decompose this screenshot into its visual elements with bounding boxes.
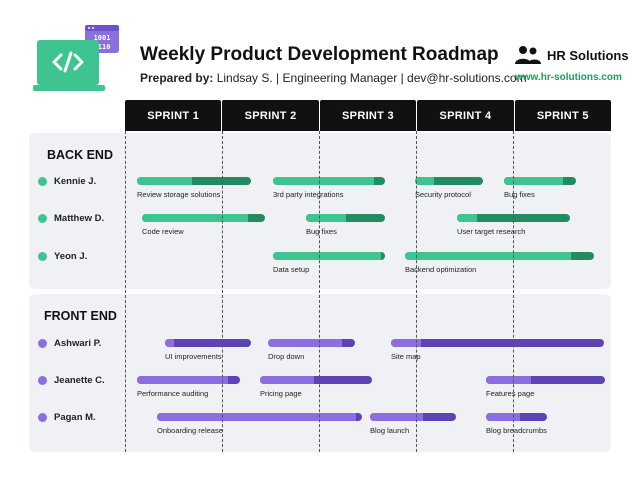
sprint-divider <box>222 131 223 452</box>
task-bar[interactable] <box>157 413 362 421</box>
task-label: UI improvements <box>165 352 222 361</box>
task-bar[interactable] <box>268 339 355 347</box>
task-label: Performance auditing <box>137 389 209 398</box>
task-bar[interactable] <box>486 413 547 421</box>
member-kennie: Kennie J. <box>38 176 96 187</box>
sprint-header: SPRINT 1 SPRINT 2 SPRINT 3 SPRINT 4 SPRI… <box>125 100 612 131</box>
member-name: Pagan M. <box>54 412 96 423</box>
task-bar[interactable] <box>165 339 251 347</box>
task-label: Features page <box>486 389 535 398</box>
task-label: Security protocol <box>415 190 471 199</box>
task-bar[interactable] <box>142 214 265 222</box>
task-bar[interactable] <box>273 252 385 260</box>
page-title: Weekly Product Development Roadmap <box>140 44 499 65</box>
front-end-section <box>29 294 611 452</box>
task-label: Drop down <box>268 352 305 361</box>
task-bar[interactable] <box>486 376 605 384</box>
task-progress <box>137 376 228 384</box>
task-progress <box>157 413 356 421</box>
task-progress <box>165 339 174 347</box>
sprint-divider <box>416 131 417 452</box>
users-icon <box>515 46 541 64</box>
task-progress <box>273 177 374 185</box>
sprint-5-header: SPRINT 5 <box>514 100 612 131</box>
task-progress <box>142 214 248 222</box>
task-label: Blog breadcrumbs <box>486 426 547 435</box>
member-dot <box>38 376 47 385</box>
task-progress <box>391 339 421 347</box>
member-name: Matthew D. <box>54 213 105 224</box>
task-bar[interactable] <box>405 252 594 260</box>
brand-name: HR Solutions <box>547 47 629 63</box>
sprint-4-header: SPRINT 4 <box>417 100 514 131</box>
member-jeanette: Jeanette C. <box>38 375 105 386</box>
member-matthew: Matthew D. <box>38 213 104 224</box>
task-progress <box>486 413 520 421</box>
brand-url[interactable]: www.hr-solutions.com <box>515 72 622 83</box>
member-name: Kennie J. <box>54 176 97 187</box>
task-label: Site map <box>391 352 421 361</box>
sprint-2-header: SPRINT 2 <box>222 100 319 131</box>
prepared-by: Prepared by: Lindsay S. | Engineering Ma… <box>140 71 527 85</box>
back-end-title: BACK END <box>47 148 113 162</box>
prepared-value: Lindsay S. | Engineering Manager | dev@h… <box>213 71 527 85</box>
sprint-1-header: SPRINT 1 <box>125 100 222 131</box>
task-label: Bug fixes <box>306 227 337 236</box>
task-progress <box>306 214 346 222</box>
task-bar[interactable] <box>306 214 385 222</box>
sprint-divider <box>319 131 320 452</box>
task-progress <box>268 339 342 347</box>
logo-binary-1: 1001 <box>94 34 111 42</box>
task-bar[interactable] <box>504 177 576 185</box>
task-bar[interactable] <box>137 376 240 384</box>
task-bar[interactable] <box>415 177 483 185</box>
member-yeon: Yeon J. <box>38 251 87 262</box>
task-progress <box>415 177 435 185</box>
front-end-title: FRONT END <box>44 309 117 323</box>
member-name: Ashwari P. <box>54 338 102 349</box>
sprint-divider <box>513 131 514 452</box>
sprint-3-header: SPRINT 3 <box>319 100 417 131</box>
task-label: Blog launch <box>370 426 410 435</box>
task-label: Data setup <box>273 265 310 274</box>
task-bar[interactable] <box>391 339 604 347</box>
member-pagan: Pagan M. <box>38 412 96 423</box>
task-progress <box>486 376 532 384</box>
brand: HR Solutions <box>515 45 629 65</box>
task-progress <box>457 214 478 222</box>
logo: 1001 0110 <box>33 25 119 93</box>
member-dot <box>38 252 47 261</box>
task-label: 3rd party integrations <box>273 190 344 199</box>
member-dot <box>38 177 47 186</box>
task-progress <box>137 177 192 185</box>
task-progress <box>405 252 572 260</box>
task-label: User target research <box>457 227 526 236</box>
task-label: Backend optimization <box>405 265 477 274</box>
task-progress <box>273 252 381 260</box>
task-progress <box>370 413 424 421</box>
task-label: Code review <box>142 227 184 236</box>
member-ashwari: Ashwari P. <box>38 338 101 349</box>
task-label: Onboarding release <box>157 426 223 435</box>
member-dot <box>38 413 47 422</box>
task-label: Bug fixes <box>504 190 535 199</box>
member-dot <box>38 339 47 348</box>
task-progress <box>504 177 564 185</box>
prepared-label: Prepared by: <box>140 71 214 85</box>
member-dot <box>38 214 47 223</box>
member-name: Yeon J. <box>54 251 88 262</box>
member-name: Jeanette C. <box>54 375 105 386</box>
back-end-section <box>29 133 611 289</box>
task-label: Pricing page <box>260 389 302 398</box>
logo-binary-2: 0110 <box>94 43 111 51</box>
task-bar[interactable] <box>137 177 251 185</box>
sprint-divider <box>125 131 126 452</box>
task-bar[interactable] <box>260 376 372 384</box>
task-progress <box>260 376 314 384</box>
code-brackets-icon: 1001 0110 <box>33 25 119 91</box>
task-bar[interactable] <box>370 413 456 421</box>
task-bar[interactable] <box>273 177 385 185</box>
task-label: Review storage solutions <box>137 190 221 199</box>
